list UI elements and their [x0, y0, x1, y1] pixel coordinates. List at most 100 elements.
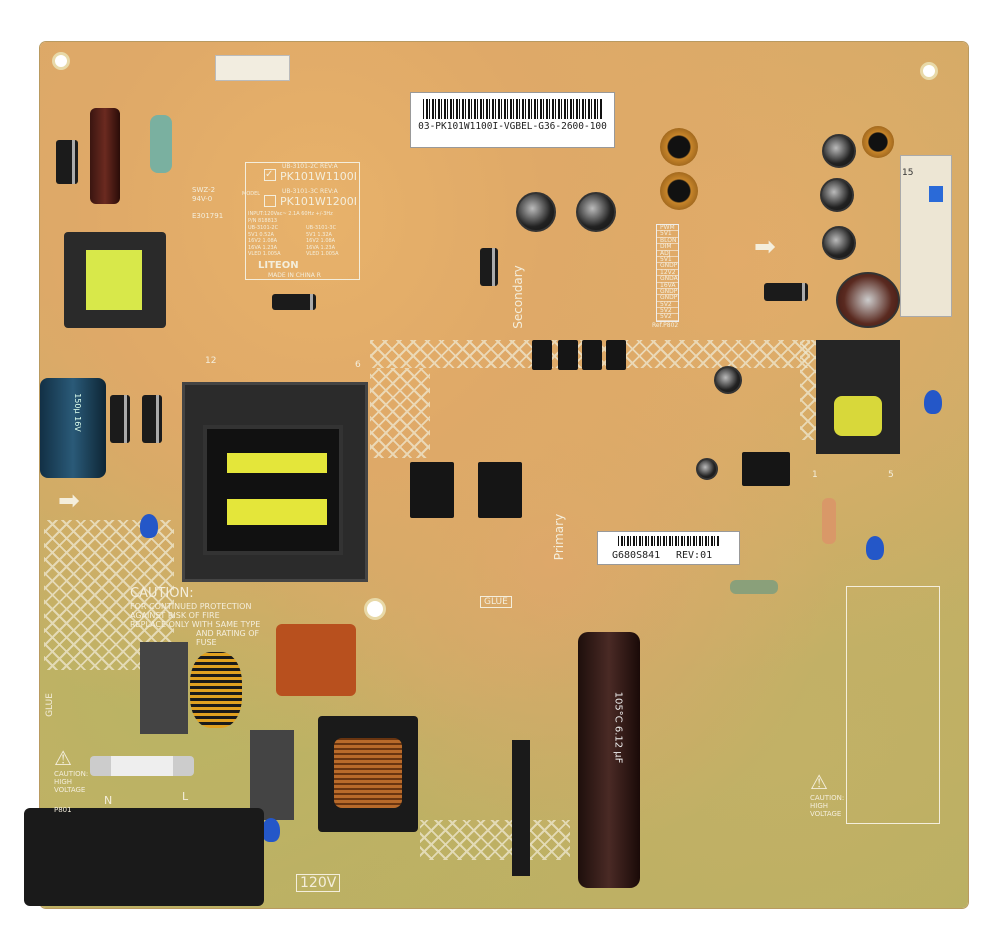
part-number: G680S841 [612, 550, 661, 561]
voltage-label: 120V [296, 874, 341, 892]
caution-line: REPLACE ONLY WITH SAME TYPE [130, 620, 261, 629]
capacitor-filter: 150μ 16V [40, 378, 106, 478]
spec: VLED 1.005A [248, 251, 281, 257]
capacitor [714, 366, 742, 394]
pin: GNDP [657, 294, 678, 302]
glue-label: GLUE [44, 693, 55, 717]
spec: UB-3101-3C [306, 225, 337, 231]
spec: 16V2 1.08A [248, 238, 278, 244]
pin: 5V2 [657, 301, 678, 309]
option2-code: UB-3101-3C REV:A [282, 188, 338, 195]
resistor [730, 580, 778, 594]
glue-label: GLUE [480, 596, 512, 608]
spec: VLED 1.005A [306, 251, 339, 257]
pin-label: 1 [812, 470, 818, 480]
barcode [423, 99, 602, 119]
pin: 5V2 [657, 314, 678, 321]
part-number: P/N 818813 [248, 218, 278, 224]
capacitor [576, 192, 616, 232]
brand-logo: LITEON [258, 260, 299, 271]
primary-label: Primary [552, 513, 567, 561]
connector-top[interactable] [215, 55, 290, 81]
pin: ADJ [657, 250, 678, 257]
caution-line: VOLTAGE [810, 810, 842, 818]
mosfet [410, 462, 454, 518]
ac-inlet[interactable] [24, 808, 264, 906]
capacitor-gold [660, 128, 698, 166]
warning-icon: ⚠ [54, 746, 72, 770]
pin: 5V1 [657, 230, 678, 238]
diode [480, 248, 498, 286]
diode [764, 283, 808, 301]
fuse [90, 756, 194, 776]
bridge-rectifier [512, 740, 530, 876]
capacitor [516, 192, 556, 232]
capacitor-gold [862, 126, 894, 158]
warning-icon: ⚠ [810, 770, 828, 794]
origin-text: MADE IN CHINA R [268, 272, 321, 279]
caution-line: AGAINST RISK OF FIRE [130, 611, 220, 620]
ul-file: E301791 [192, 212, 224, 220]
caution-line: AND RATING OF [196, 629, 260, 638]
caution-line: FUSE [196, 638, 217, 647]
common-mode-choke [318, 716, 418, 832]
main-transformer [182, 382, 368, 582]
diode [142, 395, 162, 443]
pin: BLON [657, 237, 678, 245]
isolation-hatch [370, 368, 430, 458]
diode [110, 395, 130, 443]
latch [929, 186, 943, 202]
caution-line: HIGH [810, 802, 829, 810]
capacitor-rating: 150μ 16V [72, 393, 82, 432]
barcode-text: 03-PK101W1100I-VGBEL-G36-2600-100 [418, 121, 607, 132]
caution-title: CAUTION: [130, 586, 194, 601]
diode [272, 294, 316, 310]
isolation-hatch [420, 820, 570, 860]
neutral-label: N [104, 794, 113, 807]
resistor [150, 115, 172, 173]
pin: GNDA [657, 275, 678, 283]
option1-code: UB-3101-2C REV:A [282, 163, 338, 170]
capacitor [820, 178, 854, 212]
pin: 12V2 [657, 269, 678, 277]
secondary-label: Secondary [510, 265, 525, 329]
mounting-hole [920, 62, 938, 80]
ul-mark: SWZ-2 [192, 186, 216, 194]
heatsink-outline [846, 586, 940, 824]
barcode-label: 03-PK101W1100I-VGBEL-G36-2600-100 [410, 92, 615, 148]
pin-label: 6 [355, 360, 361, 370]
spec: UB-3101-2C [248, 225, 279, 231]
y-capacitor-blue [262, 818, 280, 842]
mounting-hole [364, 598, 386, 620]
pin: 5V1 [657, 256, 678, 264]
y-capacitor-blue [866, 536, 884, 560]
caution-line: CAUTION: [810, 794, 845, 802]
caution-line: HIGH [54, 778, 73, 786]
pin: 16VA [657, 282, 678, 289]
pin: DIM [657, 243, 678, 251]
spec: 5V1 0.52A [248, 231, 274, 238]
spec: 16V2 1.08A [306, 238, 336, 244]
toroid-inductor [190, 652, 242, 728]
resistor [822, 498, 836, 544]
y-capacitor-blue [924, 390, 942, 414]
bulk-capacitor: 105°C 6.12 μF [578, 632, 640, 888]
part-label: G680S841 REV:01 [597, 531, 740, 565]
capacitor-rating: 105°C 6.12 μF [612, 691, 624, 764]
model-heading: MODEL [242, 191, 261, 197]
diode [56, 140, 78, 184]
ref-label: Ref.P802 [652, 322, 679, 329]
capacitor [822, 134, 856, 168]
connector-right[interactable] [900, 155, 952, 317]
pin: GNDP [657, 262, 678, 270]
capacitor [696, 458, 718, 480]
standby-transformer [64, 232, 166, 328]
option1-model: PK101W1100I [280, 170, 357, 183]
checkmark-icon: ✓ [264, 169, 276, 181]
optocoupler [558, 340, 578, 370]
pin-label: 5 [888, 470, 894, 480]
pin: GNDP [657, 288, 678, 296]
spec: 5V1 1.32A [306, 231, 332, 238]
spec: 16VA 1.23A [248, 244, 278, 251]
